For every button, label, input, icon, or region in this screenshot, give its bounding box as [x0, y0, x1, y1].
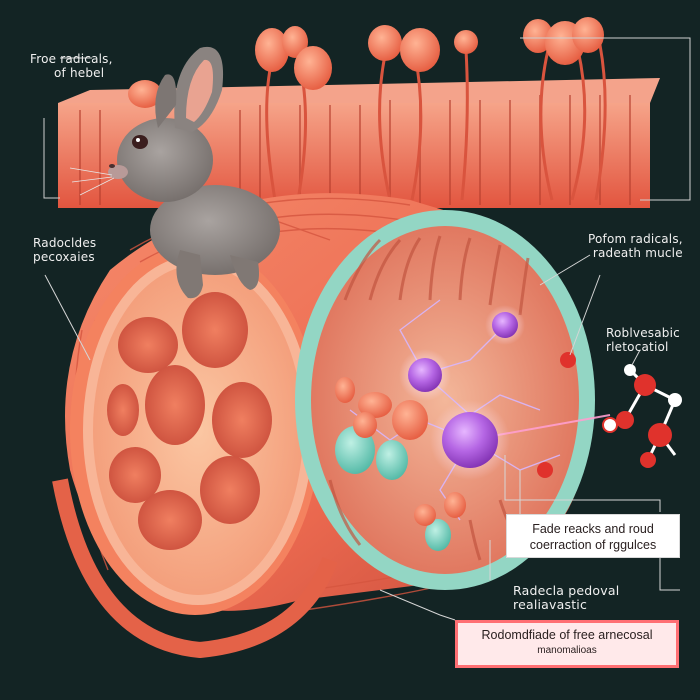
label-line: Roblvesabic [606, 326, 680, 340]
molecule-model [537, 352, 682, 478]
label-line: Radocldes [33, 236, 97, 250]
callout-line: coerraction of rggulces [529, 538, 657, 552]
label-line: Froe radicals, [30, 52, 113, 66]
callout-box-fade-reacks: Fade reacks and roud coerraction of rggu… [506, 514, 680, 558]
label-line: Radecla pedoval [513, 583, 620, 598]
callout-box-rodomdfiade: Rodomdfiade of free arnecosal manomalioa… [455, 620, 679, 668]
label-line: realiavastic [513, 597, 588, 612]
label-line: pecoxaies [33, 250, 95, 264]
muscle-cylinder [52, 193, 611, 659]
strip-frame [43, 37, 691, 201]
label-line: rletocatiol [606, 340, 669, 354]
label-line: of hebel [54, 66, 105, 80]
label-roblvesabic: Roblvesabic rletocatiol [606, 326, 680, 354]
callout-line: Fade reacks and roud [532, 522, 654, 536]
label-radecla-pedoval: Radecla pedoval realiavastic [513, 584, 619, 612]
fascicle-holes [107, 292, 272, 550]
leader-lines [44, 254, 680, 621]
protein-cluster [335, 377, 466, 551]
free-radicals [399, 305, 525, 480]
bulb-group [128, 17, 604, 108]
label-free-radicals: Froe radicals, of hebel [30, 52, 113, 80]
label-radocldes: Radocldes pecoxaies [33, 236, 96, 264]
label-line: radeath mucle [592, 246, 683, 260]
label-line: Pofom radicals, [588, 232, 683, 246]
callout-line: manomalioas [537, 645, 597, 656]
callout-line: Rodomdfiade of free arnecosal [481, 628, 653, 642]
label-pofom-radicals: Pofom radicals, radeath mucle [588, 232, 683, 260]
rabbit [69, 46, 280, 299]
